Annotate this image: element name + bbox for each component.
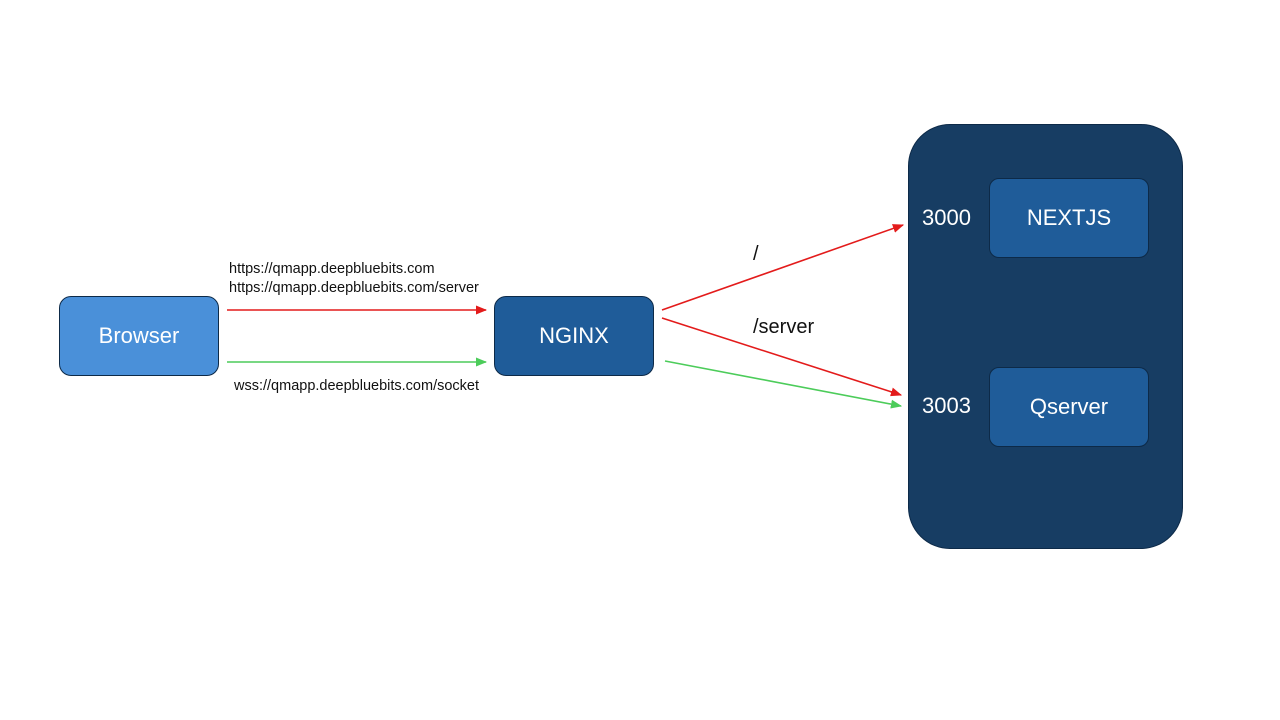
nginx-to-qserver-wss-arrow [664, 360, 903, 409]
nginx-node: NGINX [494, 296, 654, 376]
qserver-label: Qserver [1029, 394, 1109, 419]
qserver-port-label: 3003 [922, 393, 971, 418]
browser-node: Browser [59, 296, 219, 376]
https-root-url-label: https://qmapp.deepbluebits.com [229, 261, 435, 277]
route-root-label: / [753, 243, 759, 265]
qserver-node: Qserver [989, 367, 1149, 447]
nextjs-label: NEXTJS [1026, 205, 1112, 230]
nextjs-node: NEXTJS [989, 178, 1149, 258]
wss-url-label: wss://qmapp.deepbluebits.com/socket [234, 378, 480, 394]
browser-label: Browser [98, 323, 180, 348]
nginx-to-nextjs-arrow [661, 224, 905, 311]
route-server-label: /server [753, 316, 815, 338]
nginx-label: NGINX [539, 323, 609, 348]
https-server-url-label: https://qmapp.deepbluebits.com/server [229, 280, 479, 296]
nextjs-port-label: 3000 [922, 205, 971, 230]
